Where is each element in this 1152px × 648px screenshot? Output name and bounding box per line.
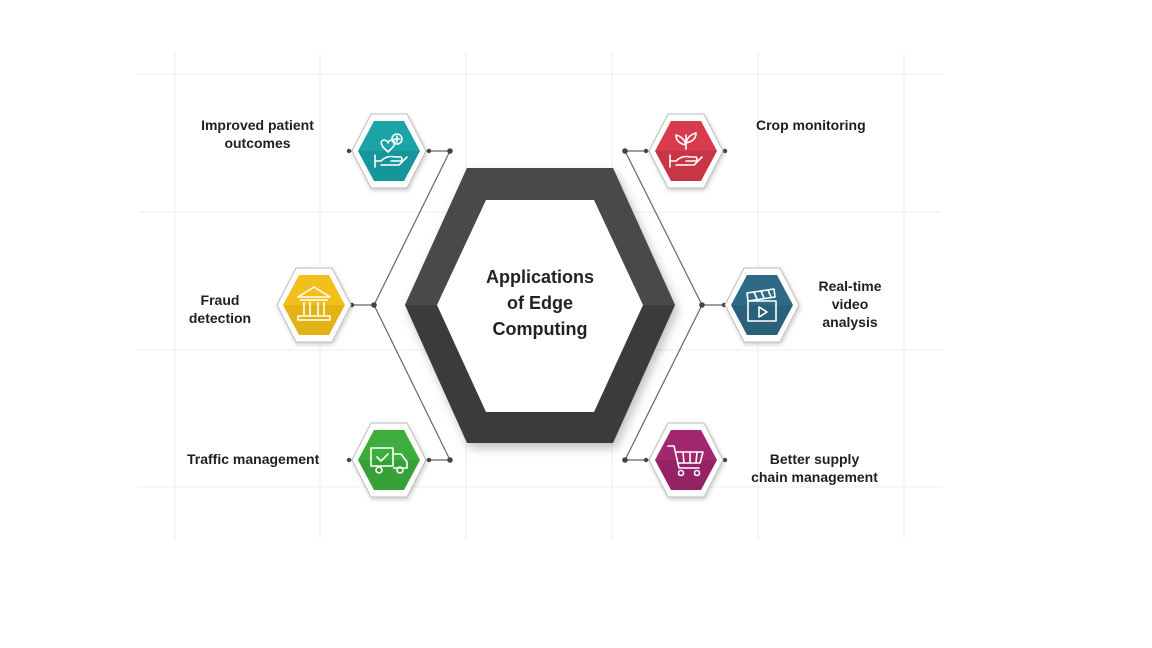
node-supply-hex [648,422,724,498]
plant-hand-icon [669,132,703,168]
node-traffic-hex [351,422,427,498]
heart-hand-icon [374,133,408,168]
node-label-fraud: Fraud detection [188,292,252,326]
node-label-traffic: Traffic management [187,451,320,467]
node-video-hex [724,267,800,343]
center-hexagon [405,168,675,443]
node-label-patient: Improved patient outcomes [201,117,314,151]
node-label-supply: Better supply chain management [751,451,878,485]
truck-icon [370,447,408,474]
clapperboard-icon [746,288,777,322]
connector-dots [346,148,728,463]
node-crop-hex [648,113,724,189]
bank-icon [297,286,331,321]
cart-icon [667,445,704,477]
center-title: Applications of Edge Computing [485,267,594,339]
node-label-video: Real-time video analysis [818,278,882,330]
node-fraud-hex [276,267,352,343]
node-label-crop: Crop monitoring [756,117,866,133]
